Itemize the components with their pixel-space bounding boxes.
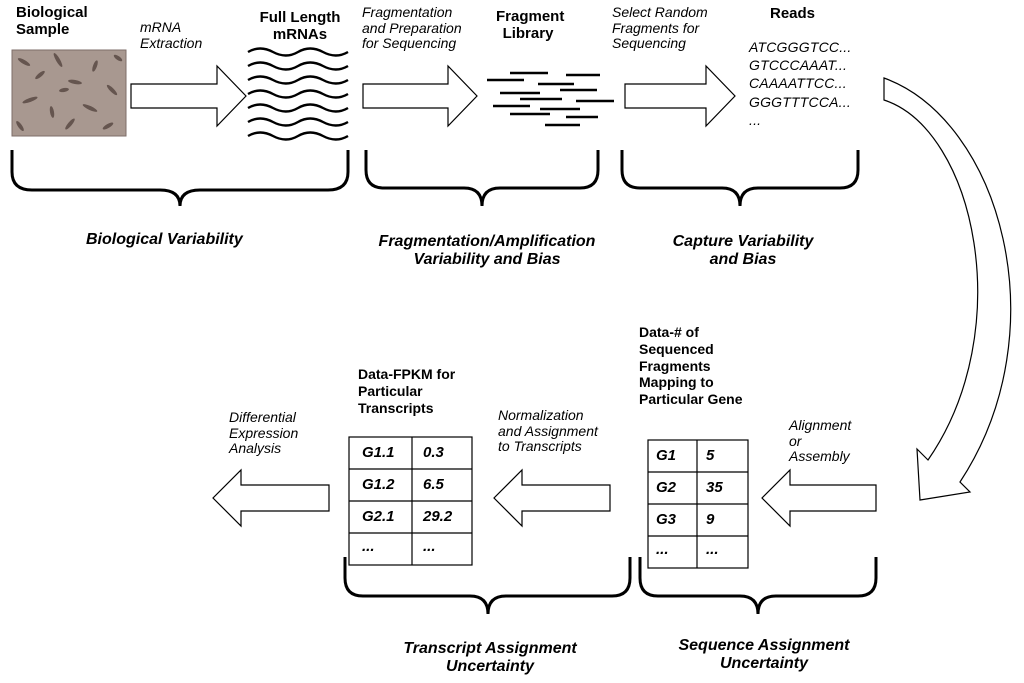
- read-item: CAAAATTCC...: [749, 75, 847, 92]
- table-cell: G3: [656, 511, 677, 528]
- brace-sequence: [638, 557, 878, 615]
- brace-fragmentation: [364, 150, 600, 207]
- transcript-table-grid: [348, 436, 473, 566]
- table-cell: G2.1: [362, 508, 395, 525]
- table-cell: 29.2: [423, 508, 453, 525]
- cell-culture-image: [11, 49, 127, 137]
- differential-arrow: [212, 468, 330, 528]
- table-cell: G2: [656, 479, 677, 496]
- biological-variability-label: Biological Variability: [86, 231, 243, 248]
- brace-biological: [10, 150, 350, 207]
- normalization-arrow: [493, 468, 611, 528]
- mrna-waves: [247, 47, 349, 141]
- gene-table-grid: [647, 439, 749, 569]
- table-cell: 35: [706, 479, 723, 496]
- table-cell: ...: [656, 541, 669, 558]
- brace-transcript: [343, 557, 632, 615]
- table-cell: 9: [706, 511, 715, 528]
- table-cell: ...: [362, 538, 375, 555]
- fragment-dashes: [487, 71, 614, 127]
- read-item: GGGTTTCCA...: [749, 93, 851, 110]
- brace-capture: [620, 150, 860, 207]
- table-cell: G1.1: [362, 444, 395, 461]
- read-item: GTCCCAAAT...: [749, 57, 848, 74]
- table-cell: 5: [706, 447, 715, 464]
- reads-list: ATCGGGTCC... GTCCCAAAT... CAAAATTCC... G…: [749, 38, 851, 129]
- alignment-arrow: [761, 468, 877, 528]
- return-arrow: [883, 77, 1012, 501]
- read-item: ...: [749, 111, 762, 128]
- read-item: ATCGGGTCC...: [749, 39, 852, 55]
- table-cell: 0.3: [423, 444, 444, 461]
- reads-label: Reads: [770, 5, 816, 22]
- fragmentation-arrow: [362, 64, 478, 128]
- table-cell: ...: [423, 538, 436, 555]
- table-cell: G1.2: [362, 476, 395, 493]
- selection-arrow: [624, 64, 736, 128]
- table-cell: G1: [656, 447, 677, 464]
- mrna-extraction-arrow: [130, 64, 247, 128]
- table-cell: 6.5: [423, 476, 444, 493]
- table-cell: ...: [706, 541, 719, 558]
